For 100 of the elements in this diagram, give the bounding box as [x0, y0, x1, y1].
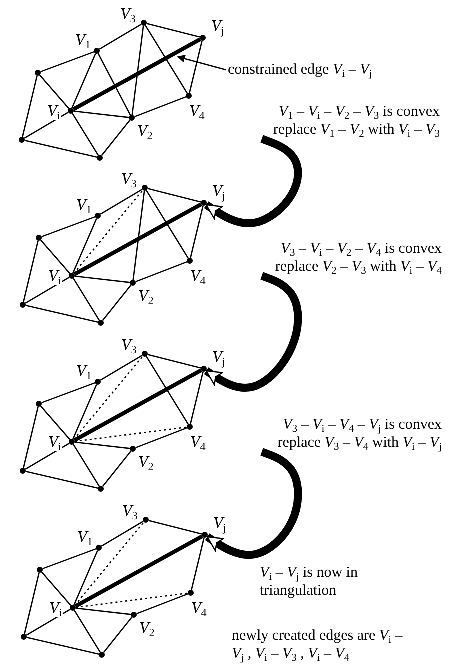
- triangle-edge: [134, 96, 186, 118]
- vertex-label: V$_{2}$: [138, 621, 156, 637]
- new-edge: [74, 426, 188, 442]
- vertex-dot: [202, 532, 208, 538]
- triangle-edge: [146, 356, 189, 425]
- vertex-dot: [36, 235, 42, 241]
- vertex-label: V$_{j}$: [212, 350, 226, 366]
- triangle-edge: [40, 406, 71, 440]
- vertex-dot: [142, 351, 148, 357]
- triangle-edge: [40, 240, 71, 274]
- vertex-label: V$_{i}$: [48, 601, 64, 617]
- constrained-edge: [72, 38, 202, 112]
- vertex-dot: [20, 302, 26, 308]
- vertex-dot: [143, 517, 149, 523]
- triangle-edge: [26, 305, 98, 323]
- vertex-label: V$_{i}$: [48, 269, 62, 285]
- vertex-label: V$_{i}$: [46, 104, 62, 120]
- triangle-edge: [101, 120, 131, 156]
- triangle-edge: [26, 608, 71, 636]
- triangle-edge: [72, 54, 96, 108]
- vertex-label: V$_{j}$: [212, 516, 228, 532]
- vertex-dot: [94, 48, 100, 54]
- triangle-edge: [146, 190, 189, 259]
- vertex-label: V$_{3}$: [120, 172, 138, 188]
- triangle-edge: [74, 610, 101, 653]
- vertex-label: V$_{2}$: [138, 289, 155, 305]
- triangle-edge: [101, 520, 144, 548]
- triangle-edge: [132, 190, 146, 280]
- constrained-edge: [74, 534, 204, 608]
- note-text: newly created edges are V$_{i}$ – V$_{j}$ , V$_{i}$ – V$_{3}$ , V$_{i}$ – V$_{4}$: [232, 627, 404, 663]
- triangle-edge: [22, 76, 38, 138]
- triangle-edge: [98, 53, 132, 116]
- vertex-label: V$_{4}$: [190, 601, 208, 617]
- triangle-edge: [191, 538, 205, 590]
- vertex-dot: [201, 366, 207, 372]
- triangle-edge: [39, 74, 70, 110]
- triangle-edge: [189, 40, 203, 94]
- new-edge: [76, 592, 188, 608]
- triangle-edge: [25, 442, 70, 470]
- triangle-edge: [42, 382, 96, 404]
- triangle-edge: [40, 51, 94, 73]
- triangle-edge: [73, 444, 100, 487]
- triangle-edge: [73, 278, 100, 321]
- triangle-edge: [190, 372, 204, 424]
- vertex-dot: [142, 185, 148, 191]
- vertex-dot: [97, 155, 103, 161]
- vertex-label: V$_{4}$: [190, 269, 207, 285]
- curved-arrow: [204, 272, 302, 392]
- triangle-edge: [99, 24, 142, 50]
- vertex-dot: [187, 258, 193, 264]
- triangle-edge: [26, 637, 100, 655]
- vertex-label: V$_{3}$: [122, 504, 139, 520]
- triangle-edge: [148, 188, 202, 203]
- vertex-dot: [19, 137, 25, 143]
- vertex-label: V$_{4}$: [188, 104, 206, 120]
- vertex-dot: [96, 545, 102, 551]
- vertex-dot: [131, 612, 137, 618]
- vertex-dot: [35, 70, 41, 76]
- triangle-edge: [146, 23, 200, 38]
- vertex-dot: [186, 93, 192, 99]
- vertex-dot: [200, 35, 206, 41]
- triangle-edge: [103, 616, 133, 654]
- step-caption: replace V$_{1}$ – V$_{2}$ with V$_{i}$ – V$_{3}$: [273, 121, 440, 139]
- triangle-edge: [190, 206, 204, 258]
- step-caption: replace V$_{2}$ – V$_{3}$ with V$_{i}$ – V$_{4}$: [275, 258, 442, 276]
- vertex-label: V$_{1}$: [76, 198, 93, 214]
- leader-line: [177, 55, 226, 71]
- vertex-label: V$_{4}$: [190, 435, 207, 451]
- vertex-label: V$_{1}$: [76, 530, 94, 546]
- new-edge: [73, 190, 144, 274]
- vertex-dot: [129, 115, 135, 121]
- triangle-edge: [102, 284, 132, 322]
- step-caption: V$_{1}$ – V$_{i}$ – V$_{2}$ – V$_{3}$ is convex: [278, 103, 440, 121]
- triangle-edge: [100, 188, 143, 216]
- triangle-edge: [136, 593, 188, 615]
- triangle-edge: [100, 354, 143, 382]
- vertex-dot: [130, 280, 136, 286]
- triangle-edge: [148, 520, 202, 535]
- new-edge: [73, 356, 144, 440]
- vertex-dot: [36, 401, 42, 407]
- callout-text: constrained edge V$_{i}$ – V$_{j}$: [228, 61, 428, 79]
- vertex-label: V$_{1}$: [76, 364, 93, 380]
- vertex-dot: [21, 634, 27, 640]
- vertex-dot: [37, 567, 43, 573]
- triangle-edge: [148, 354, 202, 369]
- vertex-dot: [95, 379, 101, 385]
- curved-arrow: [204, 135, 302, 228]
- triangle-edge: [26, 471, 98, 489]
- triangle-edge: [74, 442, 130, 450]
- vertex-dot: [95, 213, 101, 219]
- vertex-label: V$_{j}$: [212, 184, 226, 200]
- triangle-edge: [24, 140, 98, 158]
- new-edge: [74, 522, 145, 606]
- vertex-dot: [98, 486, 104, 492]
- triangle-edge: [42, 548, 96, 570]
- triangle-edge: [25, 276, 70, 304]
- vertex-label: V$_{3}$: [120, 7, 137, 23]
- triangle-edge: [24, 572, 40, 634]
- triangle-edge: [42, 216, 96, 238]
- triangle-edge: [136, 427, 188, 449]
